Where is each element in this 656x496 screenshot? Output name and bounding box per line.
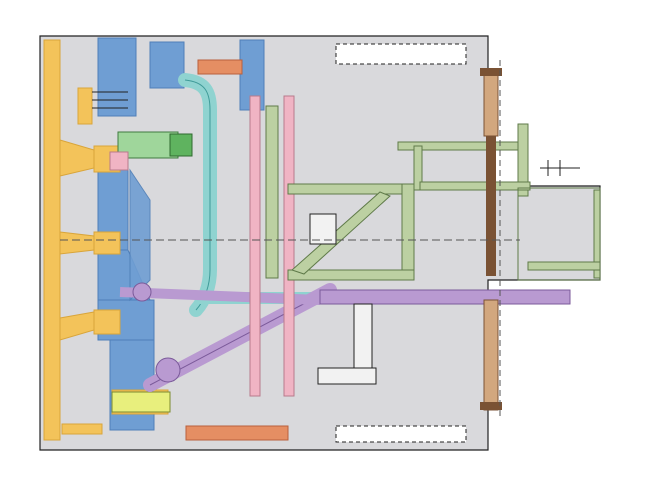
spindle [480,68,502,411]
orange-cylinders [185,59,289,441]
blue-support-structure [97,37,265,431]
pink-guides [109,95,295,397]
green-frame [265,105,601,281]
mechanical-details [60,43,580,443]
lime-module [111,391,171,413]
